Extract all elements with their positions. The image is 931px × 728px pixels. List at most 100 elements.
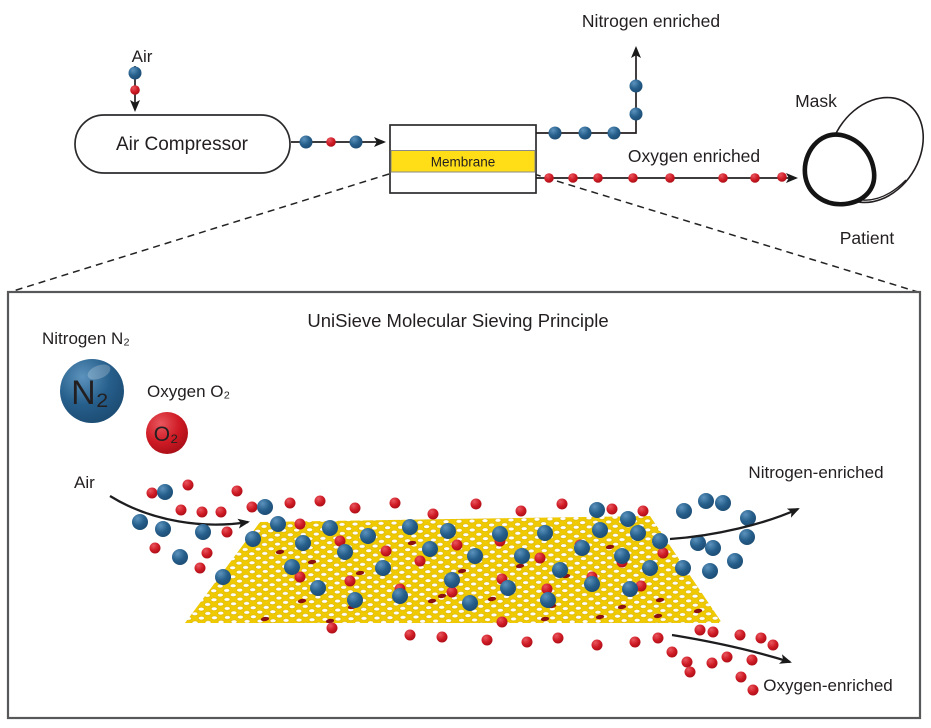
oxygen-molecule-dot (470, 498, 482, 510)
oxygen-molecule-dot (334, 535, 346, 547)
nitrogen-molecule-dot (462, 595, 478, 611)
nitrogen-molecule-dot (310, 580, 326, 596)
membrane-band (390, 150, 536, 173)
nitrogen-molecule-dot (548, 126, 562, 140)
nitrogen-molecule-dot (500, 580, 516, 596)
legend-nitrogen-sphere (60, 359, 124, 423)
oxygen-molecule-dot (196, 506, 208, 518)
oxygen-molecule-dot (552, 632, 564, 644)
callout-dashed-line-left (9, 173, 390, 293)
sieving-panel-box (6, 290, 922, 720)
oxygen-molecule-dot (637, 505, 649, 517)
oxygen-molecule-dot (534, 552, 546, 564)
nitrogen-molecule-dot (492, 526, 508, 542)
permeating-oxygen-dot (275, 549, 285, 555)
oxygen-molecule-dot (326, 137, 336, 147)
oxygen-molecule-dot (326, 622, 338, 634)
patient-label: Patient (840, 228, 895, 248)
nitrogen-molecule-dot (690, 535, 706, 551)
nitrogen-molecule-dot (727, 553, 743, 569)
nitrogen-molecule-dot (740, 510, 756, 526)
nitrogen-molecule-dot (349, 135, 363, 149)
nitrogen-molecule-dot (347, 592, 363, 608)
nitrogen-molecule-dot (128, 66, 142, 80)
nitrogen-molecule-dot (215, 569, 231, 585)
oxygen-molecule-dot (593, 173, 603, 183)
oxygen-molecule-dot (747, 684, 759, 696)
oxygen-molecule-dot (231, 485, 243, 497)
nitrogen-molecule-dot (195, 524, 211, 540)
permeating-oxygen-dot (595, 614, 605, 620)
callout-dashed-line-right (533, 173, 919, 293)
oxygen-molecule-dot (684, 666, 696, 678)
oxygen-molecule-dot (635, 580, 647, 592)
nitrogen-molecule-dot (467, 548, 483, 564)
oxygen-molecule-dot (446, 586, 458, 598)
oxygen-molecule-dot (175, 504, 187, 516)
air-inlet-label: Air (132, 47, 153, 66)
permeating-oxygen-dot (457, 568, 467, 574)
permeating-oxygen-dot (437, 593, 447, 599)
oxygen-outlet-label: Oxygen enriched (628, 146, 760, 166)
nitrogen-molecule-dot (676, 503, 692, 519)
legend-nitrogen-highlight (87, 364, 111, 380)
nitrogen-molecule-dot (245, 531, 261, 547)
oxygen-molecule-dot (750, 173, 760, 183)
nitrogen-molecule-dot (337, 544, 353, 560)
permeating-oxygen-dot (355, 570, 365, 576)
oxygen-molecule-dot (201, 547, 213, 559)
flow-diagram: Air Air Compressor Membrane Nitrogen enr… (9, 11, 925, 293)
oxygen-molecule-dot (681, 656, 693, 668)
nitrogen-molecule-dot (642, 560, 658, 576)
oxygen-stream-label: Oxygen-enriched (763, 676, 892, 695)
nitrogen-molecule-dot (607, 126, 621, 140)
nitrogen-molecule-dot (257, 499, 273, 515)
nitrogen-molecule-dot (629, 107, 643, 121)
nitrogen-molecule-dot (715, 495, 731, 511)
oxygen-molecule-dot (294, 518, 306, 530)
oxygen-molecule-dot (777, 172, 787, 182)
oxygen-molecule-dot (556, 498, 568, 510)
nitrogen-outlet-line (536, 46, 641, 134)
oxygen-molecules-layer (146, 479, 779, 696)
patient-mask-figure: Mask Patient (795, 91, 925, 248)
nitrogen-molecule-dot (614, 548, 630, 564)
oxygen-molecule-dot (349, 502, 361, 514)
nitrogen-molecule-dot (440, 523, 456, 539)
oxygen-molecule-dot (629, 636, 641, 648)
oxygen-molecule-dot (591, 639, 603, 651)
oxygen-molecule-dot (606, 503, 618, 515)
permeating-oxygen-dot (653, 613, 663, 619)
permeating-oxygen-dot (515, 563, 525, 569)
nitrogen-molecule-dot (157, 484, 173, 500)
oxygen-molecule-dot (246, 501, 258, 513)
nitrogen-molecule-dot (620, 511, 636, 527)
oxygen-molecule-dot (734, 629, 746, 641)
oxygen-molecule-dot (149, 542, 161, 554)
permeating-oxygen-dot (407, 540, 417, 546)
oxygen-molecule-dot (541, 583, 553, 595)
oxygen-molecule-dot (521, 636, 533, 648)
oxygen-molecule-dot (146, 487, 158, 499)
permeating-oxygen-dot (605, 544, 615, 550)
nitrogen-molecule-dot (702, 563, 718, 579)
oxygen-molecule-dot (755, 632, 767, 644)
nitrogen-molecule-dot (705, 540, 721, 556)
oxygen-molecule-dot (182, 479, 194, 491)
legend-nitrogen-label: Nitrogen N₂ (42, 329, 130, 348)
oxygen-molecule-dot (221, 526, 233, 538)
oxygen-molecule-dot (735, 671, 747, 683)
sieving-panel: UniSieve Molecular Sieving Principle Nit… (6, 290, 922, 720)
oxygen-molecule-dot (544, 173, 554, 183)
oxygen-molecule-dot (436, 631, 448, 643)
permeating-oxygen-dot (297, 598, 307, 604)
nitrogen-molecule-dot (322, 520, 338, 536)
oxygen-molecule-dot (130, 85, 140, 95)
nitrogen-molecule-dot (402, 519, 418, 535)
mask-label: Mask (795, 91, 837, 111)
permeating-oxygen-dot (260, 616, 270, 622)
legend-oxygen-symbol: O₂ (154, 423, 179, 446)
air-compressor-box (74, 114, 291, 174)
oxygen-molecule-dot (215, 506, 227, 518)
oxygen-molecule-dot (706, 657, 718, 669)
